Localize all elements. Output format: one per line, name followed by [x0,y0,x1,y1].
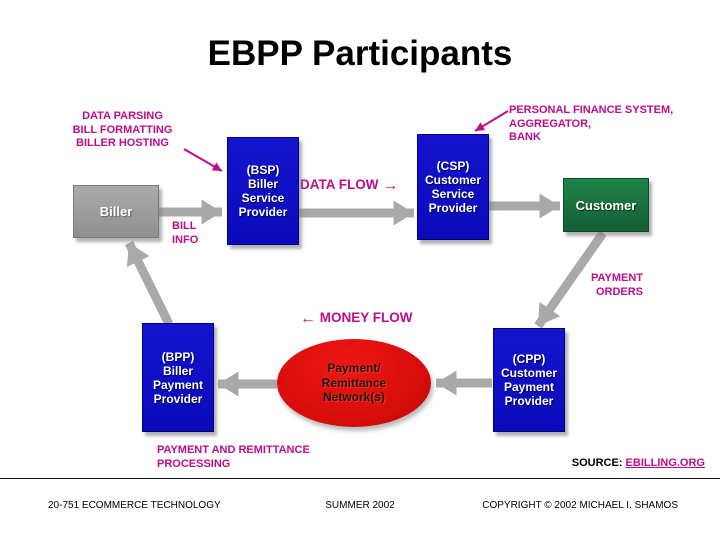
footer-course: 20-751 ECOMMERCE TECHNOLOGY [48,500,221,511]
node-line: Service [431,187,475,201]
money-flow-label: ← MONEY FLOW [300,310,413,328]
node-biller: Biller [73,185,159,238]
callout-arrow-to-csp [474,110,509,132]
note-line: PERSONAL FINANCE SYSTEM, [509,104,674,116]
node-customer-service-provider: (CSP) Customer Service Provider [417,134,489,240]
label-line: PROCESSING [157,457,231,470]
node-line: Provider [238,205,288,219]
node-line: Remittance [321,375,387,390]
node-line: Provider [428,201,478,215]
arrow-customer-to-cpp [534,230,607,329]
note-line: AGGREGATOR, [509,117,592,130]
node-line: Provider [504,394,554,408]
payment-orders-label: PAYMENT ORDERS [565,272,643,299]
node-customer: Customer [563,178,649,232]
node-line: Payment/ [327,361,381,376]
right-arrow-icon: → [382,177,399,194]
data-flow-label: DATA FLOW → [300,177,398,195]
label-line: PAYMENT AND REMITTANCE [157,444,310,456]
node-line: (BSP) [246,163,280,177]
node-line: Provider [153,391,203,406]
node-line: (CSP) [436,159,470,173]
note-line: BILL FORMATTING [72,123,173,136]
node-payment-remittance-network: Payment/ Remittance Network(s) [277,339,431,427]
node-label: Biller [99,204,133,219]
node-line: Customer [424,173,481,187]
node-line: (BPP) [161,349,195,364]
node-line: Customer [500,366,557,380]
source-label: SOURCE: [571,457,623,469]
node-line: Biller [162,363,193,378]
arrow-bpp-to-biller [124,241,174,326]
source-link[interactable]: EBILLING.ORG [625,457,705,469]
node-line: Network(s) [322,390,385,405]
bill-info-label: BILL INFO [172,220,198,247]
footer-divider [0,478,720,479]
node-line: Payment [152,377,204,392]
label-line: INFO [172,233,199,246]
node-customer-payment-provider: (CPP) Customer Payment Provider [493,328,565,432]
footer-term: SUMMER 2002 [325,500,395,511]
footer-copyright: COPYRIGHT © 2002 MICHAEL I. SHAMOS [482,500,678,511]
node-biller-service-provider: (BSP) Biller Service Provider [227,137,299,245]
node-line: Biller [247,177,278,191]
callout-arrow-to-bsp [183,148,223,172]
node-biller-payment-provider: (BPP) Biller Payment Provider [142,323,214,432]
label-line: ORDERS [595,285,643,298]
node-line: Service [241,191,285,205]
note-line: BILLER HOSTING [76,137,169,149]
data-flow-text: DATA FLOW [300,177,379,192]
node-line: (CPP) [512,352,546,366]
payment-processing-label: PAYMENT AND REMITTANCE PROCESSING [157,444,310,471]
csp-examples-note: PERSONAL FINANCE SYSTEM, AGGREGATOR, BAN… [509,104,673,145]
note-line: DATA PARSING [82,110,163,122]
money-flow-text: MONEY FLOW [319,310,413,325]
left-arrow-icon: ← [300,310,316,327]
bsp-functions-note: DATA PARSING BILL FORMATTING BILLER HOST… [55,110,190,151]
node-line: Payment [503,380,555,394]
label-line: PAYMENT [591,272,643,284]
label-line: BILL [172,220,197,232]
note-line: BANK [509,131,541,143]
source-attribution: SOURCE: EBILLING.ORG [572,457,705,469]
page-title: EBPP Participants [207,34,513,73]
node-label: Customer [575,197,637,213]
